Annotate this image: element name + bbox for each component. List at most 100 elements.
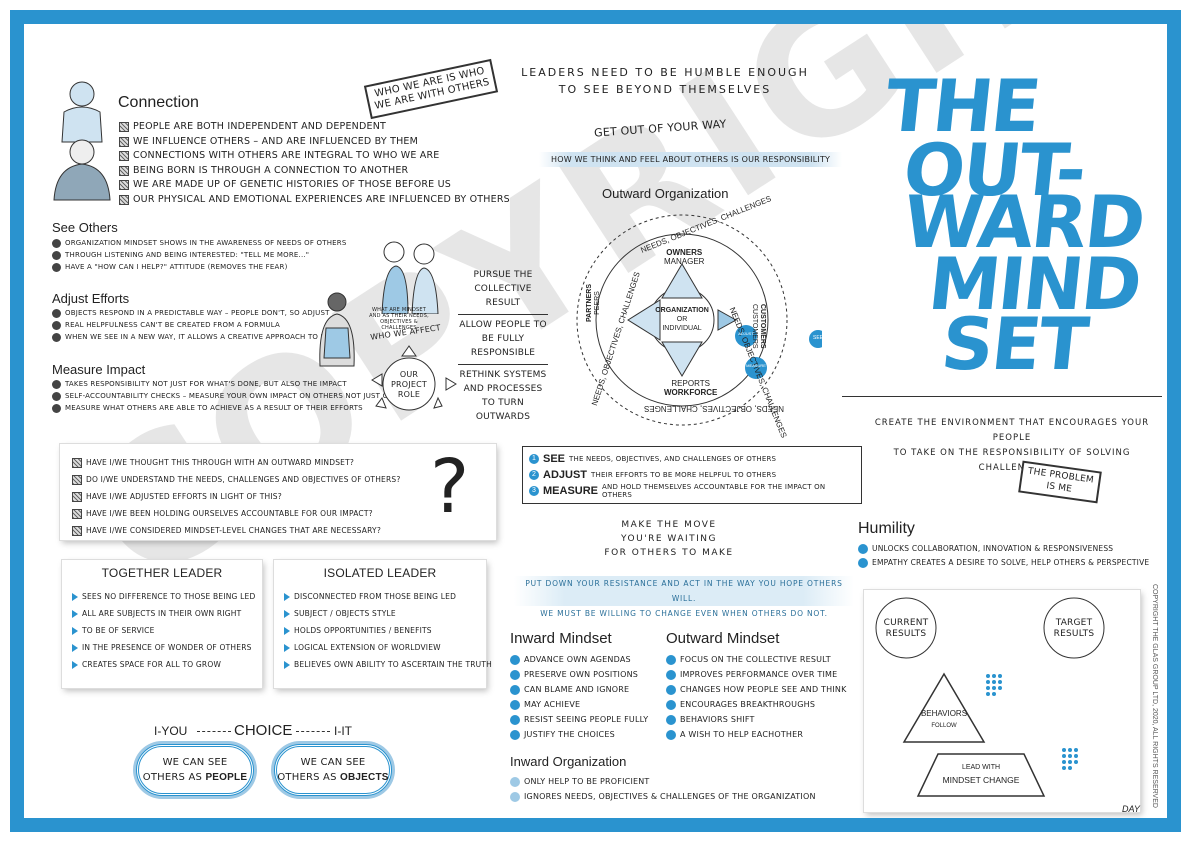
get-out-label: GET OUT OF YOUR WAY (593, 117, 727, 140)
measure-impact-list: TAKES RESPONSIBILITY NOT JUST FOR WHAT'S… (52, 378, 412, 414)
principle-block: ALLOW PEOPLE TO BE FULLY RESPONSIBLE (458, 315, 548, 365)
list-item: THROUGH LISTENING AND BEING INTERESTED: … (52, 249, 347, 261)
questions-box: HAVE I/WE THOUGHT THIS THROUGH WITH AN O… (60, 444, 496, 540)
project-role-diagram (371, 345, 457, 411)
arrow-icon (72, 592, 78, 601)
arrow-icon (72, 660, 78, 669)
i-it-label: I-IT (334, 724, 352, 738)
choice-connector (296, 731, 330, 732)
principle-block: RETHINK SYSTEMS AND PROCESSES TO TURN OU… (459, 370, 547, 422)
results-diagram (875, 597, 1105, 797)
list-item: ONLY HELP TO BE PROFICIENT (510, 774, 816, 789)
checkbox-icon (72, 474, 82, 485)
objects-pill: WE CAN SEE OTHERS AS OBJECTS (274, 744, 392, 796)
bullet-icon (52, 250, 61, 260)
connection-heading: Connection (118, 94, 199, 111)
list-item: ORGANIZATION MINDSET SHOWS IN THE AWAREN… (52, 237, 347, 249)
checkbox-icon (119, 165, 129, 176)
bullet-icon (52, 308, 61, 318)
inward-org-heading: Inward Organization (510, 754, 627, 769)
together-leader-card: TOGETHER LEADER SEES NO DIFFERENCE TO TH… (62, 560, 262, 688)
list-item: LOGICAL EXTENSION OF WORLDVIEW (284, 639, 476, 656)
step-number: 3 (529, 486, 539, 496)
arrow-icon (284, 592, 290, 601)
bullet-icon (52, 262, 61, 272)
list-item: HAVE I/WE BEEN HOLDING OURSELVES ACCOUNT… (72, 505, 484, 522)
arrow-icon (284, 609, 290, 618)
partners-label: PARTNERS PEERS (586, 284, 601, 322)
list-item: BEHAVIORS SHIFT (666, 712, 847, 727)
list-item: PEOPLE ARE BOTH INDEPENDENT AND DEPENDEN… (119, 120, 510, 135)
artist-signature: DAY (1122, 804, 1140, 814)
list-item: HAVE I/WE ADJUSTED EFFORTS IN LIGHT OF T… (72, 488, 484, 505)
bullet-icon (666, 729, 676, 740)
bullet-icon (52, 320, 61, 330)
current-results-label: CURRENT RESULTS (883, 618, 929, 639)
put-down-resistance-quote: PUT DOWN YOUR RESISTANCE AND ACT IN THE … (514, 576, 854, 621)
list-item: ENCOURAGES BREAKTHROUGHS (666, 697, 847, 712)
list-item: FOCUS ON THE COLLECTIVE RESULT (666, 652, 847, 667)
arrow-icon (72, 643, 78, 652)
list-item: PRESERVE OWN POSITIONS (510, 667, 648, 682)
list-item: BEING BORN IS THROUGH A CONNECTION TO AN… (119, 164, 510, 179)
checkbox-icon (119, 180, 129, 191)
bullet-icon (510, 714, 520, 725)
adjust-badge: ADJUST (738, 331, 754, 336)
inward-mindset-heading: Inward Mindset (510, 630, 612, 647)
step-number: 1 (529, 454, 539, 464)
bullet-icon (510, 654, 520, 665)
bullet-icon (52, 238, 61, 248)
steps-box: 1 SEE THE NEEDS, OBJECTIVES, AND CHALLEN… (522, 446, 862, 504)
see-others-heading: See Others (52, 220, 118, 235)
crouching-person-illustration (319, 292, 355, 367)
parent-child-illustration (53, 81, 111, 201)
results-diagram-card: CURRENT RESULTS TARGET RESULTS BEHAVIORS… (864, 590, 1140, 812)
connection-list: PEOPLE ARE BOTH INDEPENDENT AND DEPENDEN… (119, 120, 510, 207)
list-item: MAY ACHIEVE (510, 697, 648, 712)
principles-column: PURSUE THE COLLECTIVE RESULT ALLOW PEOPL… (458, 268, 548, 424)
list-item: IMPROVES PERFORMANCE OVER TIME (666, 667, 847, 682)
divider (842, 396, 1162, 397)
list-item: SUBJECT / OBJECTS STYLE (284, 605, 476, 622)
list-item: WE ARE MADE UP OF GENETIC HISTORIES OF T… (119, 178, 510, 193)
list-item: BELIEVES OWN ABILITY TO ASCERTAIN THE TR… (284, 656, 492, 673)
project-role-label: OUR PROJECT ROLE (391, 370, 427, 399)
list-item: DISCONNECTED FROM THOSE BEING LED (284, 588, 476, 605)
question-mark-icon: ? (430, 444, 470, 530)
see-badge: SEE (812, 335, 823, 341)
bullet-icon (666, 714, 676, 725)
poster-frame: COPYRIGHT Connection PEOPLE ARE BOTH IND… (10, 10, 1181, 832)
outward-organization-wheel (576, 214, 822, 426)
choice-label: CHOICE (234, 722, 293, 739)
bullet-icon (510, 669, 520, 680)
outward-mindset-list: FOCUS ON THE COLLECTIVE RESULT IMPROVES … (666, 652, 847, 742)
step-row: 3 MEASURE AND HOLD THEMSELVES ACCOUNTABL… (529, 483, 855, 499)
humility-list: UNLOCKS COLLABORATION, INNOVATION & RESP… (858, 542, 1149, 570)
list-item: ALL ARE SUBJECTS IN THEIR OWN RIGHT (72, 605, 252, 622)
outward-mindset-heading: Outward Mindset (666, 630, 780, 647)
list-item: OBJECTS RESPOND IN A PREDICTABLE WAY – P… (52, 307, 339, 319)
bullet-icon (666, 669, 676, 680)
inward-org-list: ONLY HELP TO BE PROFICIENT IGNORES NEEDS… (510, 774, 816, 804)
list-item: ADVANCE OWN AGENDAS (510, 652, 648, 667)
checkbox-icon (72, 491, 82, 502)
list-item: HAVE A "HOW CAN I HELP?" ATTITUDE (REMOV… (52, 261, 347, 273)
conversation-illustration (381, 241, 439, 314)
list-item: UNLOCKS COLLABORATION, INNOVATION & RESP… (858, 542, 1149, 556)
card-heading: ISOLATED LEADER (323, 566, 437, 580)
bullet-icon (52, 391, 61, 401)
inward-mindset-list: ADVANCE OWN AGENDAS PRESERVE OWN POSITIO… (510, 652, 648, 742)
list-item: CREATES SPACE FOR ALL TO GROW (72, 656, 252, 673)
arrow-icon (284, 626, 290, 635)
list-item: SEES NO DIFFERENCE TO THOSE BEING LED (72, 588, 255, 605)
list-item: OUR PHYSICAL AND EMOTIONAL EXPERIENCES A… (119, 193, 510, 208)
checkbox-icon (72, 525, 82, 536)
step-number: 2 (529, 470, 539, 480)
arrow-icon (72, 626, 78, 635)
list-item: IGNORES NEEDS, OBJECTIVES & CHALLENGES O… (510, 789, 816, 804)
list-item: JUSTIFY THE CHOICES (510, 727, 648, 742)
list-item: TAKES RESPONSIBILITY NOT JUST FOR WHAT'S… (52, 378, 412, 390)
checkbox-icon (119, 136, 129, 147)
bullet-icon (666, 699, 676, 710)
humility-heading: Humility (858, 520, 915, 537)
